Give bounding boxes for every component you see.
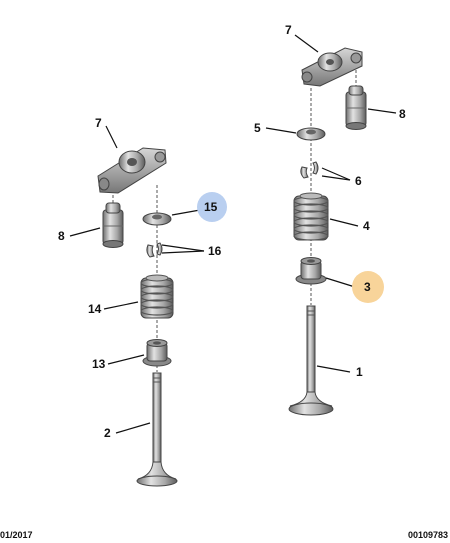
callout-right-7: 7 bbox=[285, 23, 292, 37]
callout-right-5: 5 bbox=[254, 121, 261, 135]
callout-right-6: 6 bbox=[355, 174, 362, 188]
right-rocker-arm bbox=[301, 47, 363, 87]
left-assembly bbox=[69, 125, 227, 487]
left-leader-lines bbox=[69, 125, 205, 434]
right-spring-retainer bbox=[296, 127, 326, 141]
left-valve-stem-seal bbox=[142, 339, 172, 367]
left-hydraulic-lifter bbox=[102, 202, 124, 248]
left-valve-cotters bbox=[146, 242, 163, 258]
left-valve bbox=[136, 372, 178, 487]
right-assembly bbox=[265, 34, 397, 416]
right-valve-cotters bbox=[300, 161, 319, 179]
right-leader-lines bbox=[265, 34, 397, 373]
right-callout-3-highlight bbox=[352, 271, 384, 303]
right-hydraulic-lifter bbox=[345, 85, 367, 130]
callout-left-13: 13 bbox=[92, 357, 106, 371]
left-rocker-arm bbox=[97, 147, 167, 194]
footer-date: 01/2017 bbox=[0, 530, 33, 540]
callout-numbers: 7 8 15 16 14 13 2 7 8 5 6 4 3 1 bbox=[58, 23, 406, 440]
callout-left-2: 2 bbox=[104, 426, 111, 440]
left-callout-15-highlight bbox=[197, 192, 227, 222]
footer-reference-number: 00109783 bbox=[407, 530, 448, 540]
callout-right-1: 1 bbox=[356, 365, 363, 379]
callout-right-8: 8 bbox=[399, 107, 406, 121]
callout-right-3: 3 bbox=[364, 280, 371, 294]
right-valve bbox=[288, 305, 334, 416]
callout-left-15: 15 bbox=[204, 200, 218, 214]
right-valve-spring bbox=[293, 192, 329, 241]
callout-left-14: 14 bbox=[88, 302, 102, 316]
callout-right-4: 4 bbox=[363, 219, 370, 233]
left-spring-retainer bbox=[142, 212, 172, 226]
callout-left-7: 7 bbox=[95, 116, 102, 130]
callout-left-16: 16 bbox=[208, 244, 222, 258]
left-valve-spring bbox=[140, 274, 174, 319]
callout-left-8: 8 bbox=[58, 229, 65, 243]
right-valve-stem-seal bbox=[295, 257, 327, 285]
